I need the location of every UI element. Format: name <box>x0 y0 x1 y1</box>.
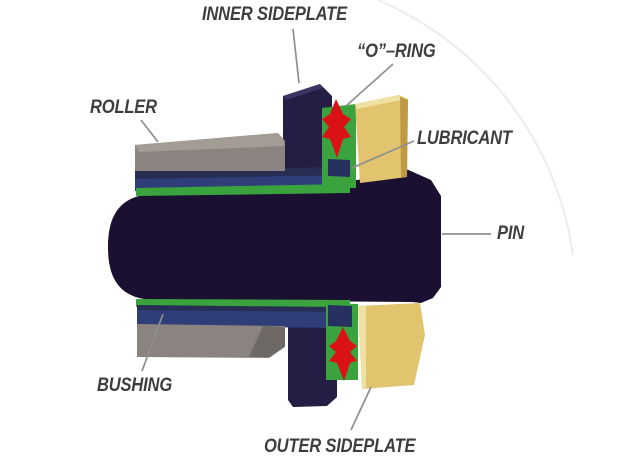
leader-bushing <box>141 313 164 372</box>
inner-sideplate-top-face <box>283 84 323 100</box>
leader-o-ring <box>345 63 394 107</box>
bushing-flange-top <box>328 159 350 177</box>
label-lubricant: LUBRICANT <box>417 128 512 149</box>
inner-sideplate-top <box>283 84 332 190</box>
o-ring-top <box>322 99 351 158</box>
roller-bottom-bevel <box>249 326 285 357</box>
o-ring-bottom <box>329 327 357 381</box>
outer-sideplate-top-edge <box>400 97 408 177</box>
label-bushing: BUSHING <box>97 375 173 396</box>
roller-bottom <box>137 324 285 358</box>
pin-shape <box>108 168 441 303</box>
background-arc <box>377 0 574 256</box>
outer-sideplate-top <box>355 95 408 183</box>
label-pin: PIN <box>497 223 525 244</box>
outer-sideplate-bottom <box>358 303 425 389</box>
outer-sideplate-top-face <box>355 95 401 109</box>
bushing-bottom-blue-band <box>137 310 348 328</box>
leader-outer-sideplate <box>350 386 372 431</box>
leader-roller <box>140 119 159 143</box>
label-o-ring: “O”–RING <box>357 41 436 62</box>
label-roller: ROLLER <box>90 97 157 118</box>
label-inner-sideplate: INNER SIDEPLATE <box>202 4 347 25</box>
bushing-flange-bottom <box>328 305 352 327</box>
leader-lubricant <box>351 140 415 169</box>
outer-sideplate-bottom-face <box>358 306 366 389</box>
leader-inner-sideplate <box>292 28 300 84</box>
lubricant-line-top <box>136 184 350 196</box>
label-outer-sideplate: OUTER SIDEPLATE <box>264 436 416 457</box>
roller-top-face <box>135 133 285 152</box>
